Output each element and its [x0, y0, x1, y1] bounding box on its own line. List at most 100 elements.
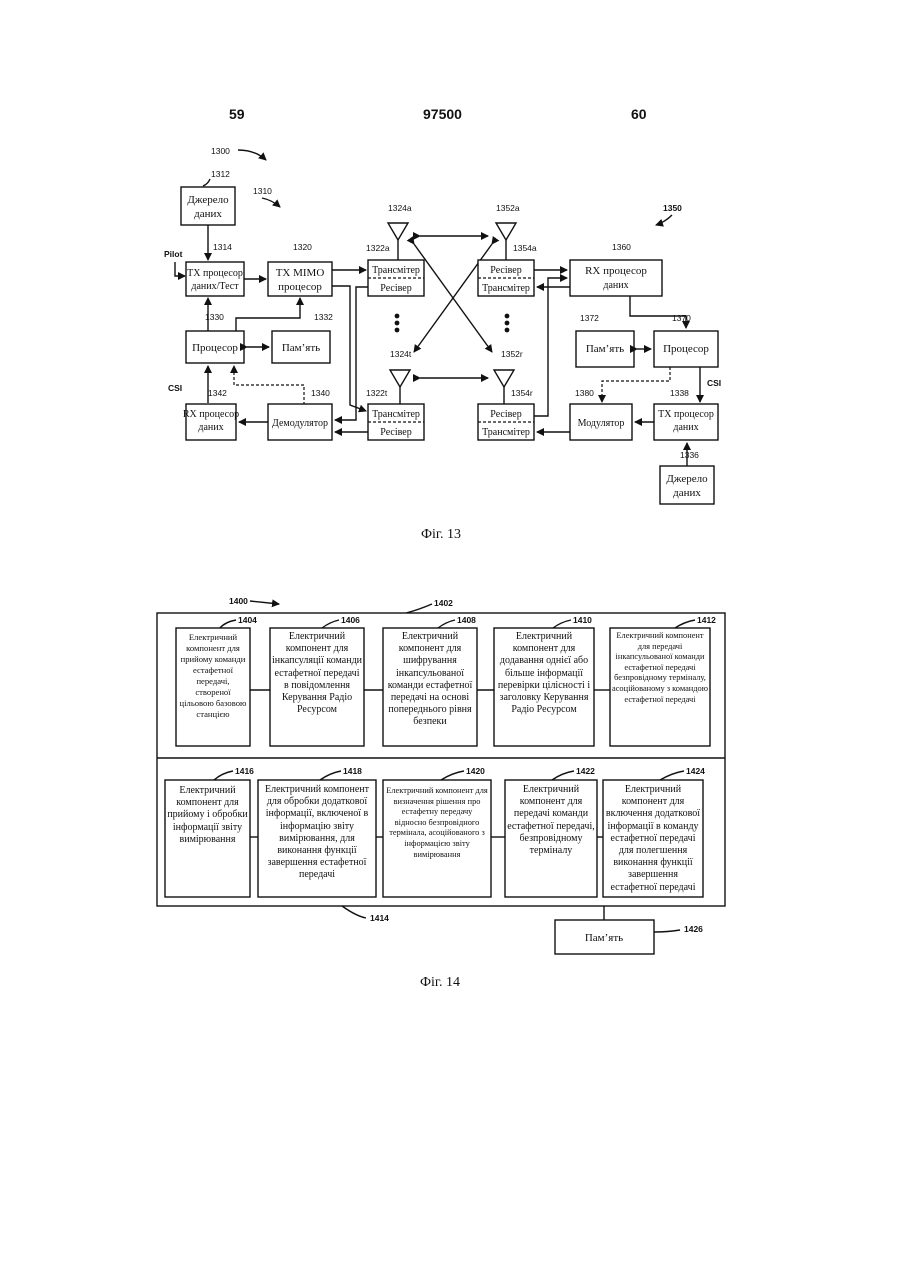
component-1406-text: Електричний компонент для інкапсуляції к…: [272, 631, 362, 745]
conn-demod-proc-dashed: [234, 366, 304, 405]
ref-1400: 1400: [229, 596, 248, 606]
antenna-1324t-icon: [390, 370, 410, 387]
ref-1402: 1402: [434, 598, 453, 608]
ref-1416: 1416: [235, 766, 254, 776]
component-1420-text: Електричний компонент для визначення ріш…: [385, 786, 489, 896]
transceiver-1322t-trans: Трансмітер: [372, 409, 420, 420]
memory-left-label: Пам’ять: [282, 342, 320, 354]
rx-processor-left-l1: RX процесор: [183, 409, 239, 420]
transceiver-1322a-trans: Трансмітер: [372, 265, 420, 276]
conn-rxdata-proc-right: [630, 296, 686, 328]
transceiver-1354a-rec: Ресівер: [490, 265, 521, 276]
component-1424-text: Електричний компонент для включення дода…: [605, 784, 701, 896]
data-source-left-l2: даних: [194, 208, 222, 220]
dot: [505, 328, 510, 333]
ref-1426: 1426: [684, 924, 703, 934]
ref-1420: 1420: [466, 766, 485, 776]
ref-1340: 1340: [311, 388, 330, 398]
antenna-1352r-icon: [494, 370, 514, 387]
ref-1414-leader: [342, 906, 366, 918]
antenna-1324a-icon: [388, 223, 408, 240]
component-1408-text: Електричний компонент для шифрування інк…: [385, 631, 475, 745]
processor-left-label: Процесор: [192, 342, 238, 354]
ref-1354r: 1354r: [511, 388, 533, 398]
ref-1406: 1406: [341, 615, 360, 625]
figure-13-caption: Фіг. 13: [421, 527, 461, 542]
component-1410-text: Електричний компонент для додавання одні…: [496, 631, 592, 745]
ref-1312: 1312: [211, 169, 230, 179]
conn-proc-mimo: [236, 298, 300, 331]
ref-1322t: 1322t: [366, 388, 388, 398]
ref-1320: 1320: [293, 242, 312, 252]
ref-1324a: 1324a: [388, 203, 412, 213]
ref-1404: 1404: [238, 615, 257, 625]
tx-data-processor-l2: даних/Тест: [191, 281, 239, 292]
component-1418-text: Електричний компонент для обробки додатк…: [260, 784, 374, 896]
pilot-label: Pilot: [164, 249, 183, 259]
ref-1414: 1414: [370, 913, 389, 923]
component-1422-text: Електричний компонент для передачі коман…: [507, 784, 595, 896]
ref-1412: 1412: [697, 615, 716, 625]
ref-1310: 1310: [253, 186, 272, 196]
figure-13-diagram: 1300 1310 1312 Джерело даних Pilot 1314 …: [0, 0, 901, 560]
tx-processor-right-l2: даних: [673, 422, 698, 433]
transceiver-1354r-trans: Трансмітер: [482, 427, 530, 438]
ref-1338: 1338: [670, 388, 689, 398]
processor-right-label: Процесор: [663, 343, 709, 355]
rx-processor-left-l2: даних: [198, 422, 223, 433]
ref-1408: 1408: [457, 615, 476, 625]
component-1416-text: Електричний компонент для прийому і обро…: [167, 785, 248, 895]
conn-rec-a-demod: [335, 287, 368, 420]
conn-mimo-trans-t: [332, 286, 366, 411]
ref-1352a: 1352a: [496, 203, 520, 213]
conn-rec-r-rxdata: [534, 278, 567, 416]
ref-1370: 1370: [672, 313, 691, 323]
dot: [395, 314, 400, 319]
ref-1322a: 1322a: [366, 243, 390, 253]
ref-1300-arrow: [238, 150, 266, 160]
tx-data-processor-l1: TX процесор: [187, 268, 243, 279]
csi-left-label: CSI: [168, 383, 182, 393]
dot: [395, 321, 400, 326]
figure-14-caption: Фіг. 14: [420, 975, 460, 990]
data-source-right-l2: даних: [673, 487, 701, 499]
ref-1332: 1332: [314, 312, 333, 322]
ref-1352r: 1352r: [501, 349, 523, 359]
tx-mimo-l1: TX MIMO: [276, 267, 325, 279]
transceiver-1354r-rec: Ресівер: [490, 409, 521, 420]
ref-1312-leader: [203, 179, 210, 186]
ref-1350-arrow: [656, 215, 672, 225]
modulator-label: Модулятор: [578, 418, 625, 429]
ref-1300: 1300: [211, 146, 230, 156]
ref-1310-arrow: [262, 198, 280, 207]
rx-data-processor-right-l2: даних: [603, 280, 628, 291]
ref-1426-leader: [654, 930, 680, 932]
dot: [505, 314, 510, 319]
ref-1324t: 1324t: [390, 349, 412, 359]
ref-1400-arrow: [250, 601, 279, 604]
transceiver-1322a-rec: Ресівер: [380, 283, 411, 294]
data-source-left-l1: Джерело: [187, 194, 229, 206]
ref-1342: 1342: [208, 388, 227, 398]
ref-1372: 1372: [580, 313, 599, 323]
ref-1402-leader: [406, 604, 432, 613]
pilot-arrow: [175, 262, 185, 276]
dot: [505, 321, 510, 326]
transceiver-1354a-trans: Трансмітер: [482, 283, 530, 294]
ref-1354a: 1354a: [513, 243, 537, 253]
ref-1410: 1410: [573, 615, 592, 625]
memory-label: Пам’ять: [585, 932, 623, 944]
tx-processor-right-l1: TX процесор: [658, 409, 714, 420]
conn-proc-mod-dashed: [602, 367, 670, 402]
component-1404-text: Електричний компонент для прийому команд…: [178, 632, 248, 744]
dot: [395, 328, 400, 333]
data-source-right-l1: Джерело: [666, 473, 708, 485]
ref-1314: 1314: [213, 242, 232, 252]
transceiver-1322t-rec: Ресівер: [380, 427, 411, 438]
ref-1418: 1418: [343, 766, 362, 776]
memory-right-label: Пам’ять: [586, 343, 624, 355]
ref-1380: 1380: [575, 388, 594, 398]
ref-1336: 1336: [680, 450, 699, 460]
ref-1424: 1424: [686, 766, 705, 776]
demodulator-label: Демодулятор: [272, 418, 328, 429]
